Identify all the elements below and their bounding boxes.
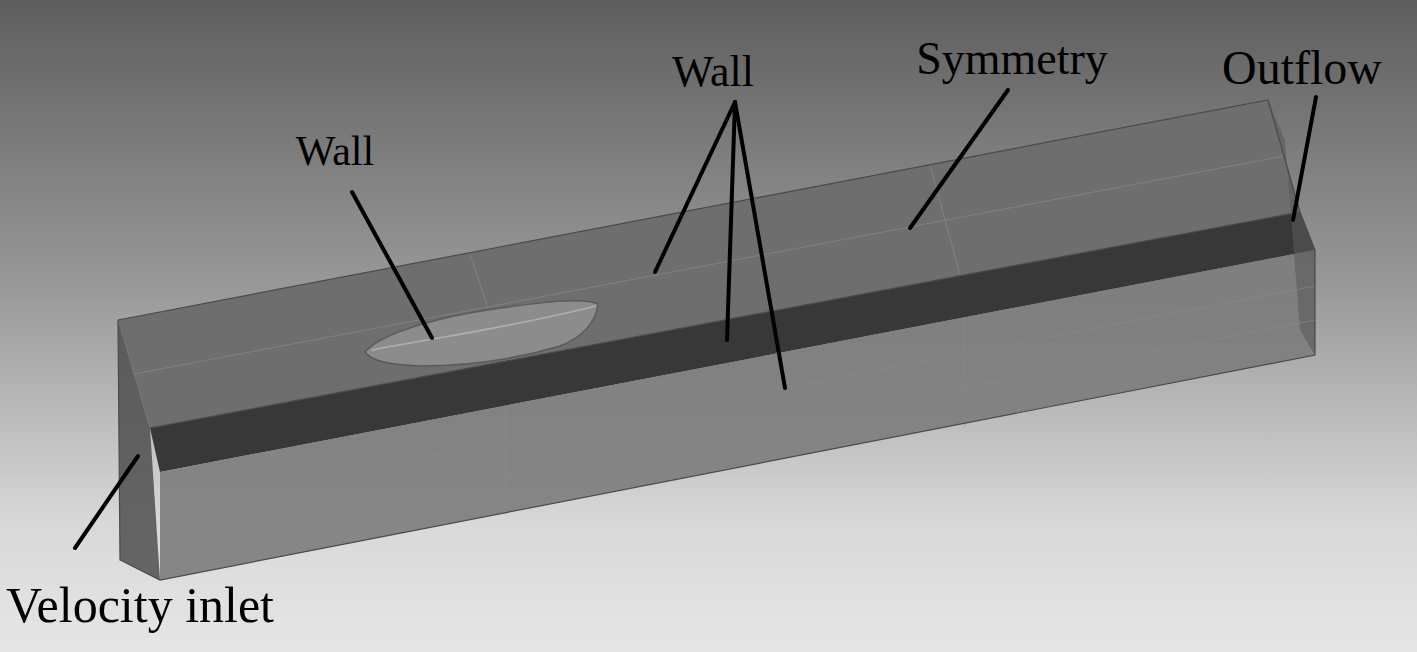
grid-lines [134, 156, 1315, 544]
boundary-label: Wall [672, 50, 754, 94]
front-face [160, 250, 1315, 580]
hull-deck-line [372, 306, 596, 350]
boundary-label: Wall [296, 130, 374, 172]
boundary-label: Outflow [1222, 44, 1382, 92]
ship-hull [365, 301, 598, 366]
boundary-label: Velocity inlet [6, 580, 274, 630]
leader-lines [75, 90, 1316, 548]
box-edges [118, 100, 1315, 580]
boundary-label: Symmetry [916, 36, 1108, 82]
